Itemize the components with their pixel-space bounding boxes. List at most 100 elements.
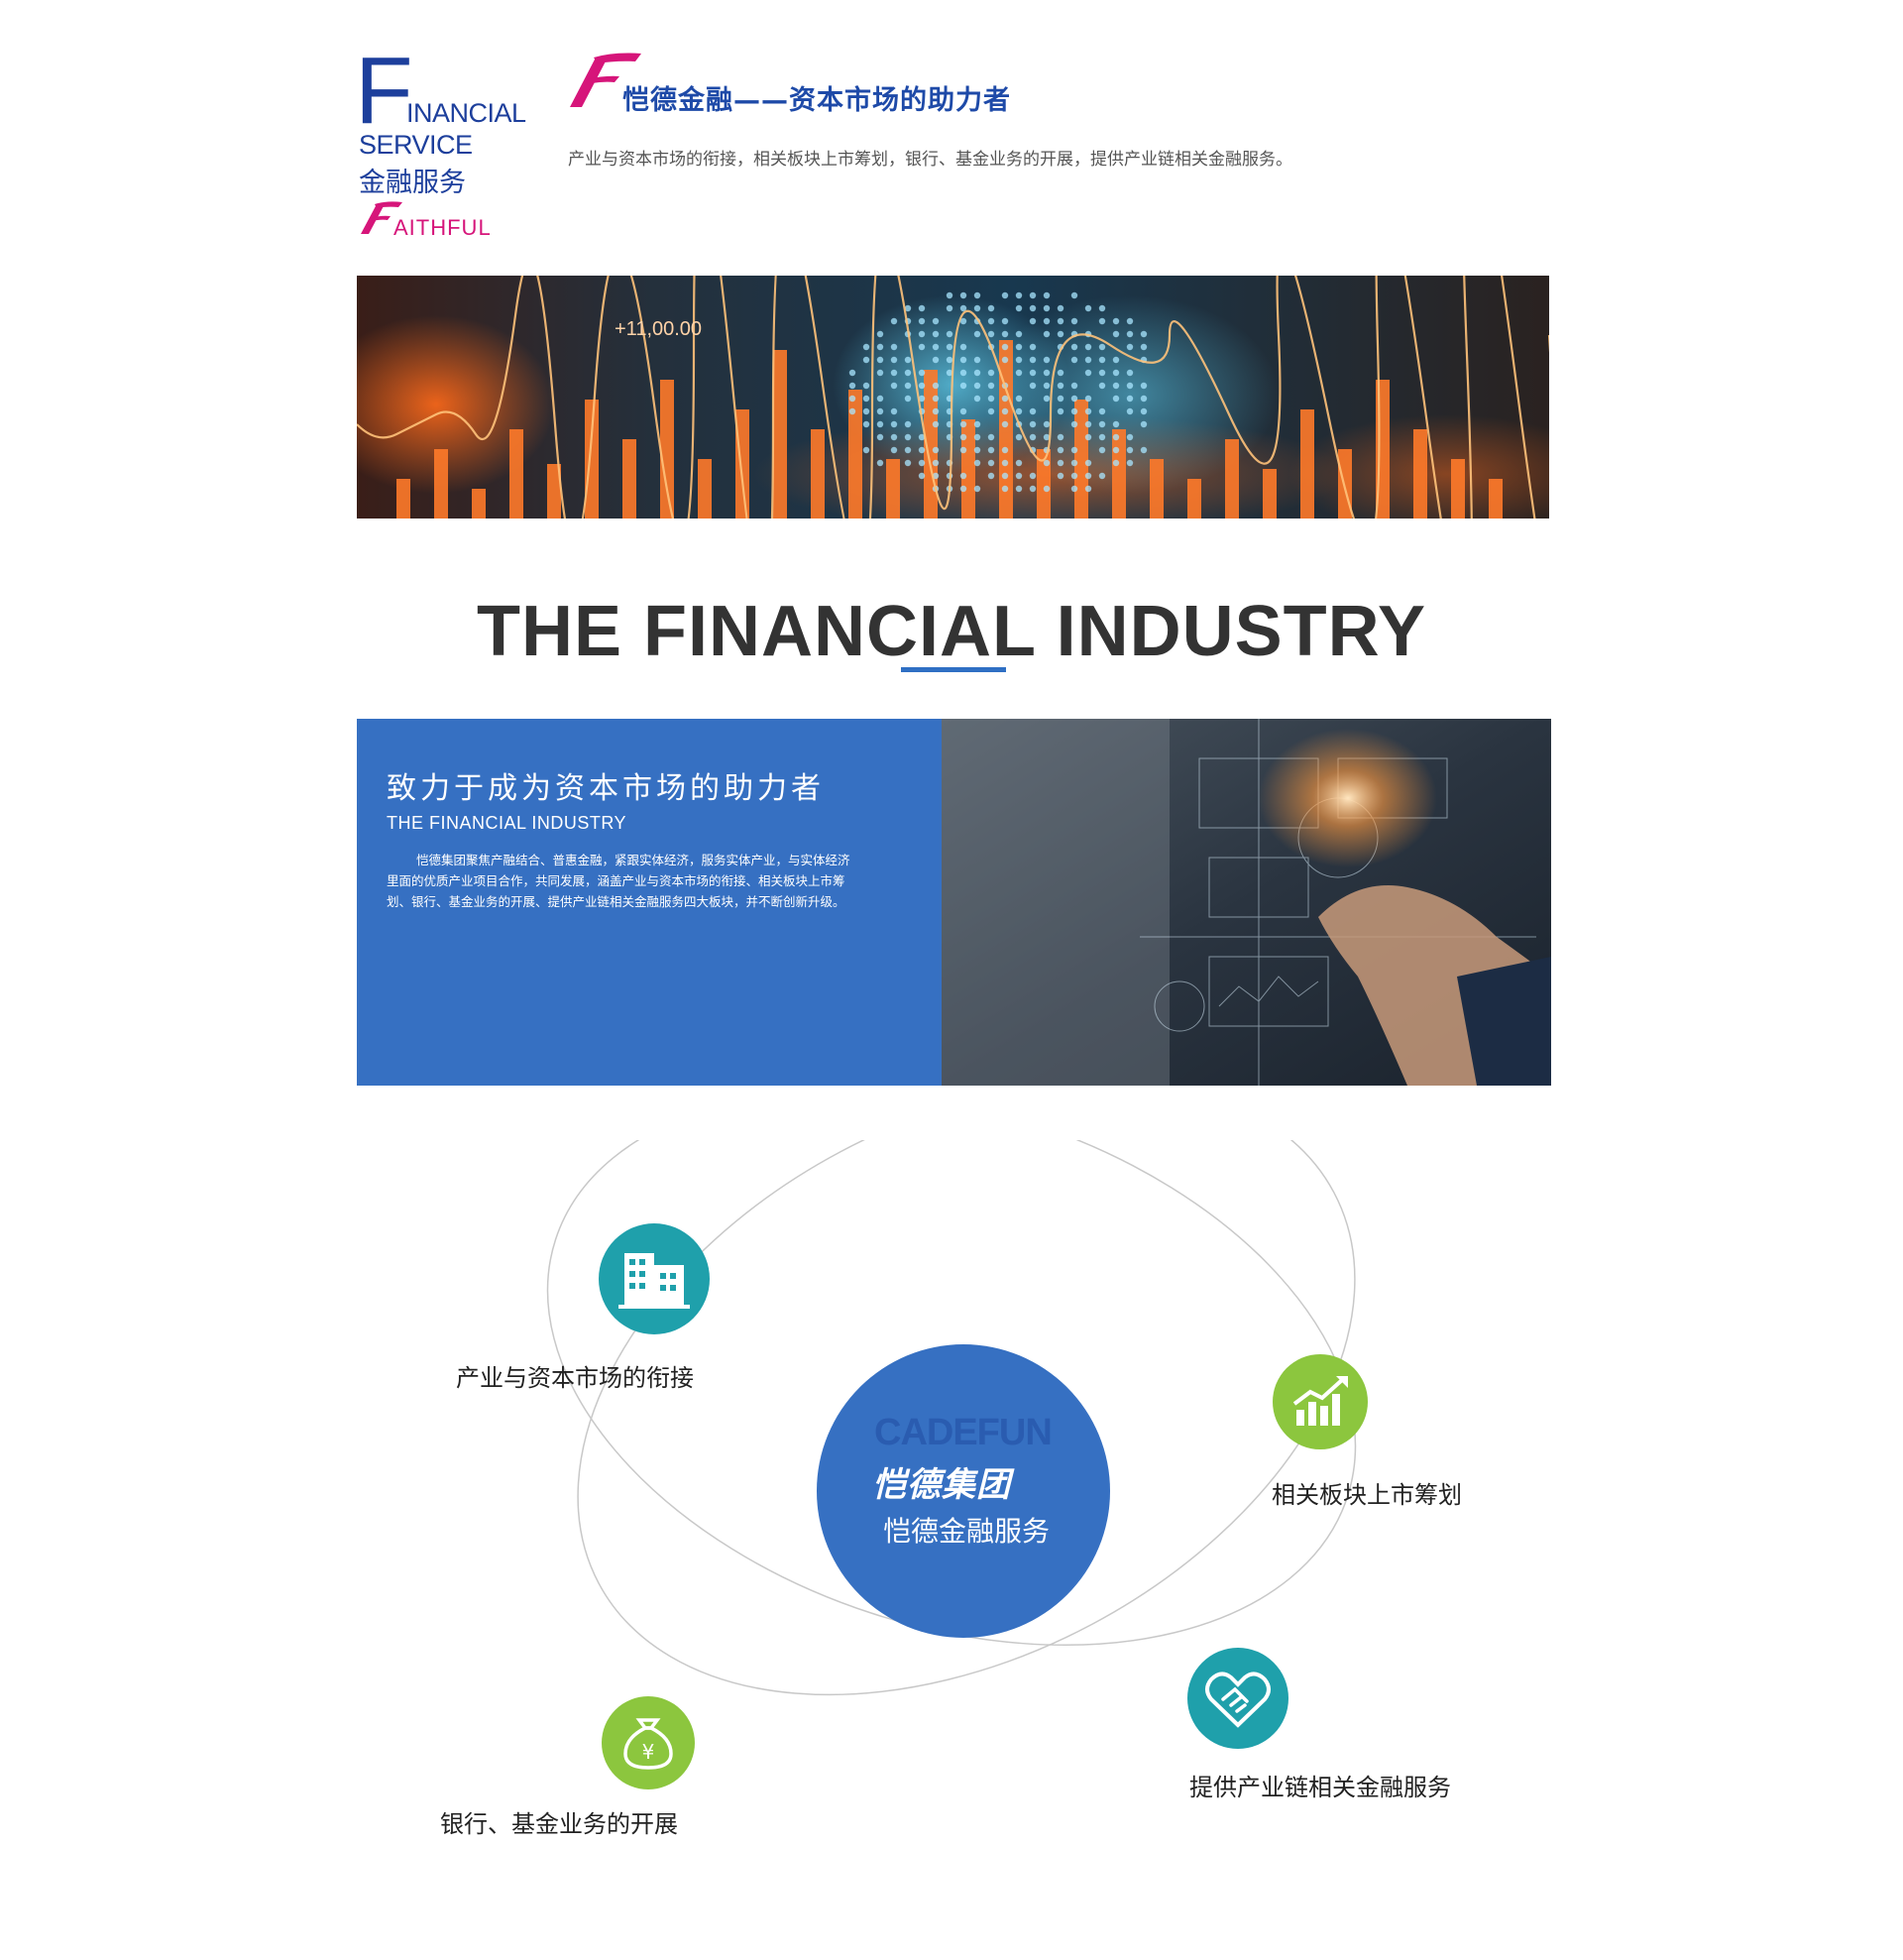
- banner-bar: [585, 400, 599, 519]
- banner-bar: [1187, 479, 1201, 519]
- banner-map-dot: [973, 304, 981, 312]
- banner-map-dot: [1029, 291, 1037, 299]
- banner-map-dot: [1140, 382, 1148, 390]
- banner-map-dot: [1098, 407, 1106, 415]
- banner-map-dot: [862, 395, 870, 403]
- banner-map-dot: [1112, 395, 1120, 403]
- banner-map-dot: [973, 291, 981, 299]
- banner-map-dot: [918, 343, 926, 351]
- banner-map-dot: [973, 485, 981, 493]
- banner-map-dot: [1015, 356, 1023, 364]
- banner-map-dot: [1112, 459, 1120, 467]
- banner-map-dot: [1070, 343, 1078, 351]
- banner-map-dot: [987, 433, 995, 441]
- banner-map-dot: [932, 407, 940, 415]
- banner-map-dot: [890, 343, 898, 351]
- banner-map-dot: [862, 356, 870, 364]
- banner-map-dot: [1084, 356, 1092, 364]
- banner-map-dot: [1043, 369, 1051, 377]
- banner-map-dot: [890, 317, 898, 325]
- banner-map-dot: [918, 369, 926, 377]
- banner-map-dot: [1015, 407, 1023, 415]
- svg-text:¥: ¥: [642, 1740, 655, 1764]
- banner-map-dot: [1043, 382, 1051, 390]
- cadefun-logo-en: CADEFUN: [874, 1412, 1053, 1453]
- banner-map-dot: [932, 395, 940, 403]
- banner-bar: [811, 429, 825, 519]
- banner-map-dot: [959, 343, 967, 351]
- banner-bar: [773, 350, 787, 519]
- banner-map-dot: [1015, 291, 1023, 299]
- banner-map-dot: [1043, 395, 1051, 403]
- banner-map-dot: [1140, 407, 1148, 415]
- banner-map-dot: [1070, 356, 1078, 364]
- banner-map-dot: [918, 446, 926, 454]
- banner-map-dot: [1057, 433, 1064, 441]
- banner-map-dot: [1070, 382, 1078, 390]
- banner-map-dot: [862, 343, 870, 351]
- banner-map-dot: [1029, 382, 1037, 390]
- banner-map-dot: [946, 291, 953, 299]
- banner-map-dot: [1084, 343, 1092, 351]
- banner-map-dot: [1126, 369, 1134, 377]
- banner-map-dot: [1140, 446, 1148, 454]
- banner-map-dot: [1015, 433, 1023, 441]
- banner-map-dot: [1029, 485, 1037, 493]
- banner-map-dot: [1084, 472, 1092, 480]
- banner-map-dot: [946, 356, 953, 364]
- banner-map-dot: [959, 304, 967, 312]
- banner-map-dot: [1001, 330, 1009, 338]
- banner-bar: [1451, 459, 1465, 519]
- banner-map-dot: [848, 369, 856, 377]
- business-touchscreen-photo: [942, 719, 1551, 1086]
- center-circle: [817, 1344, 1110, 1638]
- banner-map-dot: [1126, 433, 1134, 441]
- header-subtitle: 产业与资本市场的衔接，相关板块上市筹划，银行、基金业务的开展，提供产业链相关金融…: [568, 150, 1292, 170]
- banner-map-dot: [973, 446, 981, 454]
- banner-map-dot: [1070, 407, 1078, 415]
- banner-map-dot: [1057, 304, 1064, 312]
- banner-map-dot: [904, 395, 912, 403]
- banner-map-dot: [1001, 446, 1009, 454]
- banner-map-dot: [1070, 317, 1078, 325]
- banner-map-dot: [876, 433, 884, 441]
- banner-map-dot: [1112, 446, 1120, 454]
- banner-map-dot: [1126, 407, 1134, 415]
- banner-map-dot: [1057, 382, 1064, 390]
- growth-chart-icon: [1292, 1376, 1348, 1426]
- banner-map-dot: [1043, 433, 1051, 441]
- banner-bar: [886, 459, 900, 519]
- banner-map-dot: [959, 446, 967, 454]
- center-label: 恺德金融服务: [882, 1515, 1050, 1548]
- banner-bar: [1413, 429, 1427, 519]
- banner-map-dot: [946, 330, 953, 338]
- banner-map-dot: [1112, 330, 1120, 338]
- banner-bar: [660, 380, 674, 519]
- banner-map-dot: [918, 317, 926, 325]
- banner-bar: [472, 489, 486, 519]
- banner-map-dot: [932, 472, 940, 480]
- banner-map-dot: [1098, 304, 1106, 312]
- banner-map-dot: [904, 369, 912, 377]
- banner-bar: [961, 419, 975, 519]
- banner-map-dot: [1057, 395, 1064, 403]
- banner-map-dot: [1112, 369, 1120, 377]
- banner-map-dot: [1098, 446, 1106, 454]
- banner-bar: [1300, 409, 1314, 519]
- banner-map-dot: [918, 472, 926, 480]
- banner-map-dot: [1098, 420, 1106, 428]
- banner-map-dot: [1084, 369, 1092, 377]
- banner-map-dot: [973, 330, 981, 338]
- banner-map-dot: [1098, 356, 1106, 364]
- banner-map-dot: [1070, 395, 1078, 403]
- banner-map-dot: [1043, 356, 1051, 364]
- banner-map-dot: [1140, 330, 1148, 338]
- banner-map-dot: [1070, 472, 1078, 480]
- handshake-heart-icon: [1205, 1672, 1271, 1728]
- banner-map-dot: [1070, 485, 1078, 493]
- banner-map-dot: [904, 356, 912, 364]
- banner-map-dot: [1043, 317, 1051, 325]
- banner-map-dot: [987, 472, 995, 480]
- banner-bar: [622, 439, 636, 519]
- banner-map-dot: [1029, 304, 1037, 312]
